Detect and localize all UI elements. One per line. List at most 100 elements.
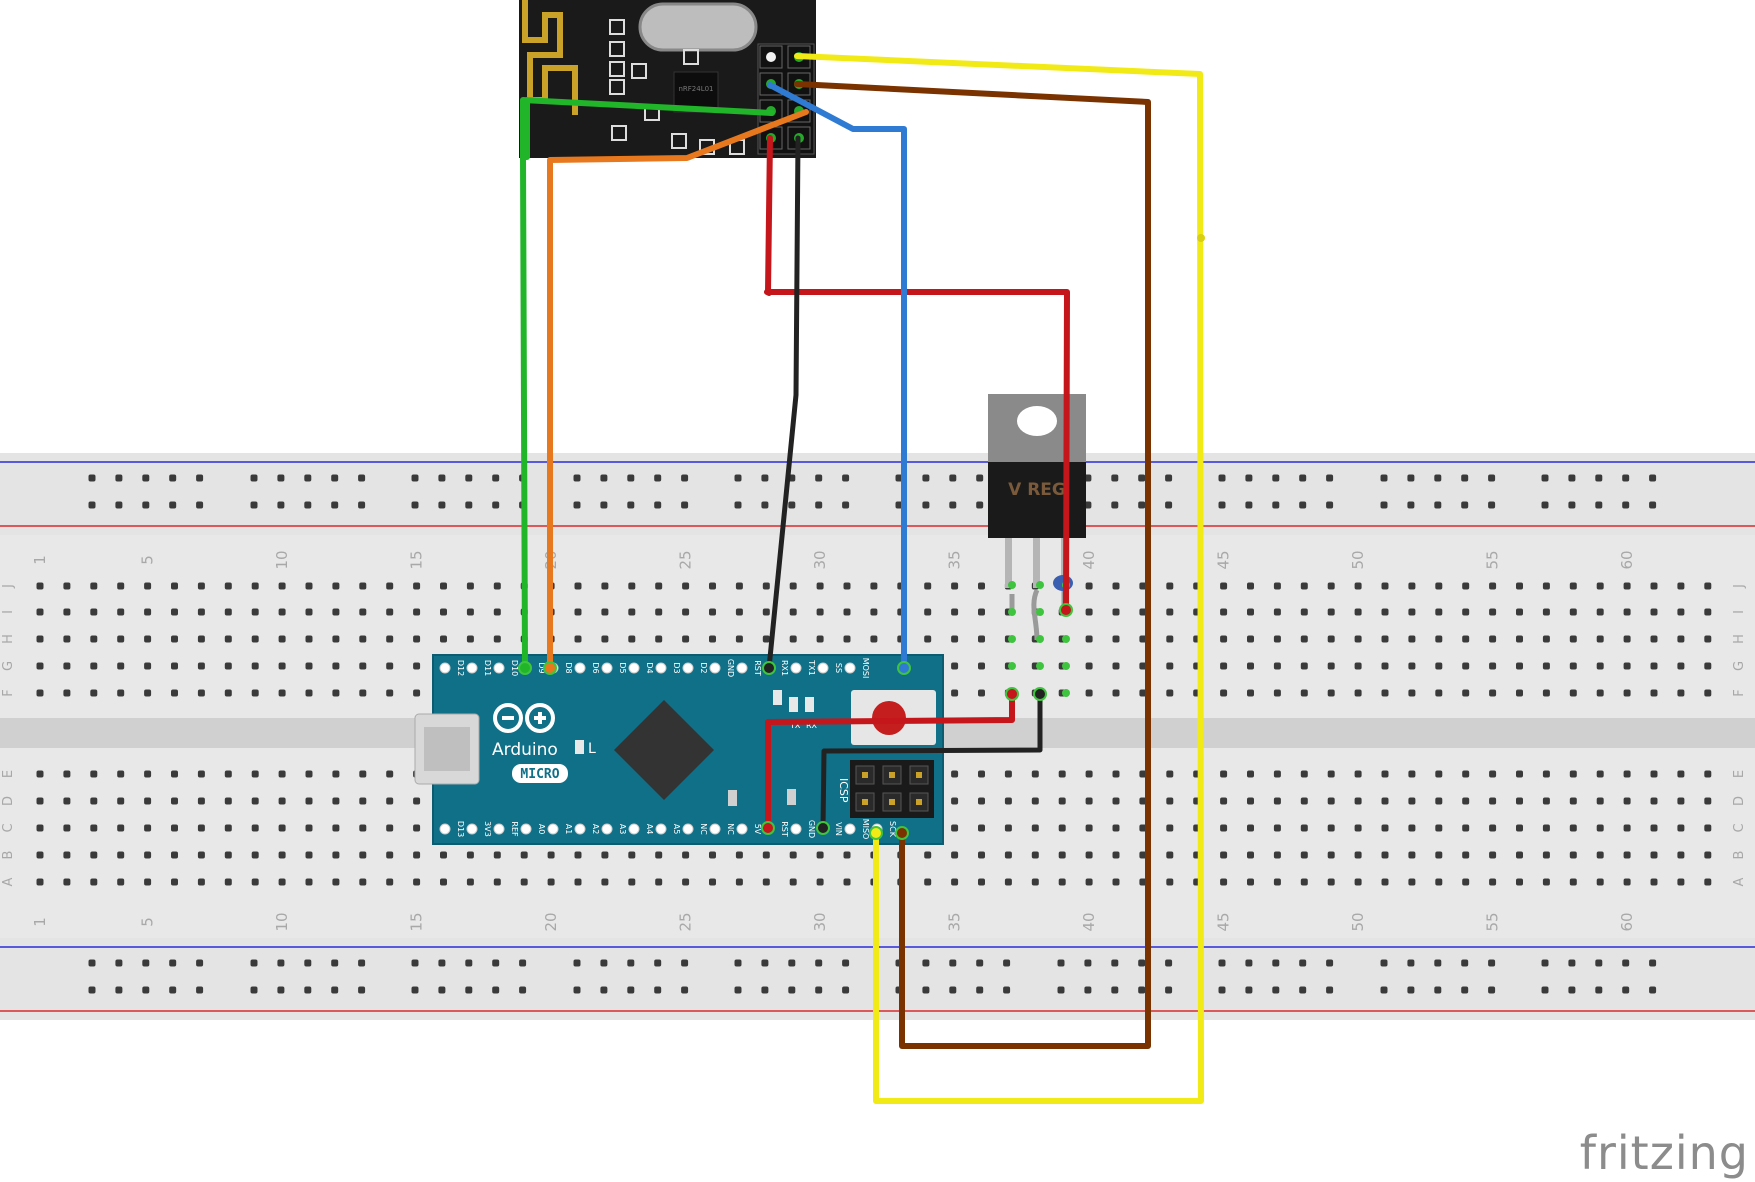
rail-hole — [1138, 986, 1146, 994]
breadboard-hole — [1354, 662, 1362, 670]
breadboard-hole — [1677, 878, 1685, 886]
rail-hole — [1165, 959, 1173, 967]
breadboard-hole — [413, 851, 421, 859]
breadboard-hole — [978, 608, 985, 616]
column-label: 60 — [1618, 912, 1636, 931]
smd-component — [787, 789, 796, 805]
breadboard-hole — [1247, 662, 1254, 670]
breadboard-hole — [144, 770, 152, 778]
rail-hole — [1461, 986, 1469, 994]
breadboard-hole — [1623, 608, 1631, 616]
row-label: D — [1732, 796, 1747, 806]
rail-hole — [788, 986, 796, 994]
breadboard-hole — [601, 851, 609, 859]
breadboard-hole — [332, 582, 340, 590]
breadboard-hole — [1462, 797, 1470, 805]
breadboard-hole — [90, 635, 98, 643]
breadboard-hole — [1650, 662, 1658, 670]
arduino-pin — [547, 823, 559, 835]
row-label: I — [1, 610, 16, 614]
regulator-mounting-hole — [1017, 406, 1057, 436]
breadboard-hole — [144, 635, 152, 643]
breadboard-hole — [251, 689, 259, 697]
fritzing-watermark: fritzing — [1579, 1126, 1749, 1180]
breadboard-hole — [978, 635, 985, 643]
breadboard-hole — [1381, 608, 1389, 616]
breadboard-hole — [278, 662, 286, 670]
rail-hole — [1434, 986, 1442, 994]
smd-pad — [609, 79, 625, 95]
breadboard-hole — [1166, 662, 1174, 670]
breadboard-hole — [359, 662, 367, 670]
breadboard-hole — [1462, 824, 1470, 832]
rail-hole — [573, 474, 581, 482]
rail-hole — [1111, 986, 1119, 994]
breadboard-hole — [1704, 878, 1712, 886]
rail-hole — [949, 959, 957, 967]
rail-hole — [1488, 959, 1496, 967]
top-power-rail — [0, 453, 1755, 535]
breadboard-hole — [278, 582, 286, 590]
rail-hole — [1057, 986, 1065, 994]
breadboard-hole — [1704, 608, 1712, 616]
breadboard-hole — [1058, 878, 1066, 886]
breadboard-hole — [762, 608, 770, 616]
breadboard-hole — [1462, 689, 1470, 697]
breadboard-hole — [816, 878, 824, 886]
rail-hole — [949, 501, 957, 509]
breadboard-hole — [1408, 770, 1416, 778]
logo-right-ring — [525, 703, 555, 733]
column-label: 15 — [408, 912, 426, 931]
breadboard-hole — [1300, 851, 1308, 859]
breadboard-hole — [601, 635, 609, 643]
breadboard-hole — [305, 824, 313, 832]
breadboard-hole — [1139, 608, 1147, 616]
row-label: E — [1732, 770, 1747, 778]
rail-hole — [1111, 501, 1119, 509]
breadboard-hole — [1542, 662, 1550, 670]
breadboard-hole — [332, 662, 340, 670]
rail-hole — [169, 959, 177, 967]
rail-hole — [922, 474, 930, 482]
wire-blue — [767, 82, 907, 671]
rail-hole — [788, 501, 796, 509]
breadboard-hole — [1462, 851, 1470, 859]
breadboard-hole — [36, 582, 44, 590]
rail-hole — [815, 986, 823, 994]
breadboard-hole — [1569, 797, 1577, 805]
arduino-pin-label: D6 — [591, 662, 600, 673]
breadboard-hole — [305, 797, 313, 805]
breadboard-hole — [466, 608, 474, 616]
breadboard-hole — [520, 851, 528, 859]
column-label: 40 — [1080, 550, 1098, 569]
breadboard-hole — [1381, 582, 1389, 590]
row-label: H — [1, 634, 16, 644]
column-label: 35 — [946, 550, 964, 569]
row-label: G — [1, 661, 16, 671]
breadboard-hole — [1273, 608, 1281, 616]
breadboard-hole — [816, 851, 824, 859]
breadboard-hole — [1354, 824, 1362, 832]
breadboard-hole — [1004, 824, 1012, 832]
breadboard-hole — [1004, 770, 1012, 778]
breadboard-hole — [870, 582, 878, 590]
breadboard-hole — [1220, 878, 1228, 886]
rail-hole — [1434, 474, 1442, 482]
breadboard-hole — [682, 582, 690, 590]
breadboard-hole — [1542, 582, 1550, 590]
breadboard-hole — [1085, 878, 1093, 886]
rail-hole — [1165, 501, 1173, 509]
breadboard-hole — [63, 608, 71, 616]
breadboard-hole — [413, 662, 421, 670]
breadboard-hole — [386, 878, 394, 886]
reset-button[interactable] — [872, 701, 906, 735]
breadboard-hole — [978, 689, 985, 697]
breadboard-hole — [305, 608, 313, 616]
rail-hole — [142, 501, 150, 509]
nrf24l01-radio-module: nRF24L01 — [519, 0, 816, 158]
rail-hole — [1595, 986, 1603, 994]
breadboard-hole — [224, 582, 232, 590]
breadboard-hole — [1220, 635, 1228, 643]
breadboard-hole — [1489, 635, 1497, 643]
